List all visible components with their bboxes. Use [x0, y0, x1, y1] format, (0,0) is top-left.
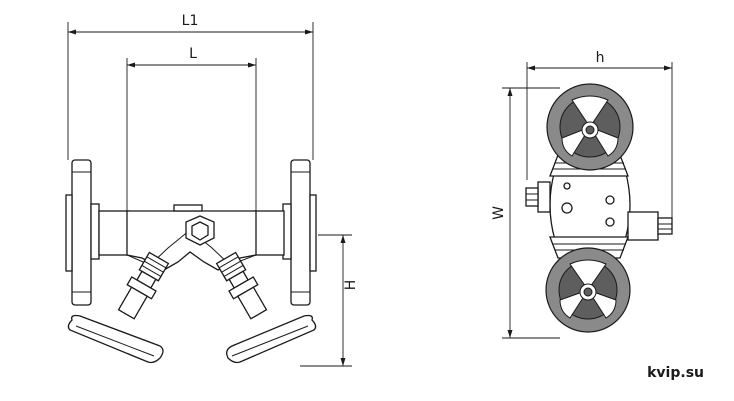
side-view: h W: [491, 50, 673, 339]
dimension-l-label: L: [189, 46, 197, 62]
front-view: L1 L: [65, 13, 359, 367]
side-right-nut: [627, 211, 673, 241]
upper-handwheel-icon: [546, 83, 634, 171]
dimension-l: L: [126, 46, 257, 215]
dimension-h-upper: H: [300, 234, 359, 367]
right-pipe: [253, 210, 285, 256]
dimension-h-lower: h: [526, 50, 673, 225]
left-valve-stem: [117, 251, 170, 320]
right-handwheel: [226, 314, 317, 364]
side-body: [549, 169, 631, 241]
dimension-l1: L1: [67, 13, 314, 160]
dimension-l1-label: L1: [182, 13, 199, 29]
dimension-w: W: [491, 87, 560, 339]
dimension-h-lower-label: h: [596, 50, 605, 66]
dimension-h-upper-label: H: [343, 280, 359, 291]
lower-handwheel-icon: [545, 247, 631, 333]
hex-nut: [185, 215, 215, 246]
left-handwheel: [67, 314, 164, 364]
side-left-nut: [525, 181, 551, 213]
dimension-w-label: W: [491, 206, 507, 220]
right-valve-stem: [215, 251, 268, 320]
right-flange: [282, 159, 317, 306]
top-plug: [173, 204, 203, 212]
left-flange: [65, 159, 100, 306]
watermark-text: kvip.su: [647, 365, 704, 381]
left-pipe: [98, 210, 130, 256]
